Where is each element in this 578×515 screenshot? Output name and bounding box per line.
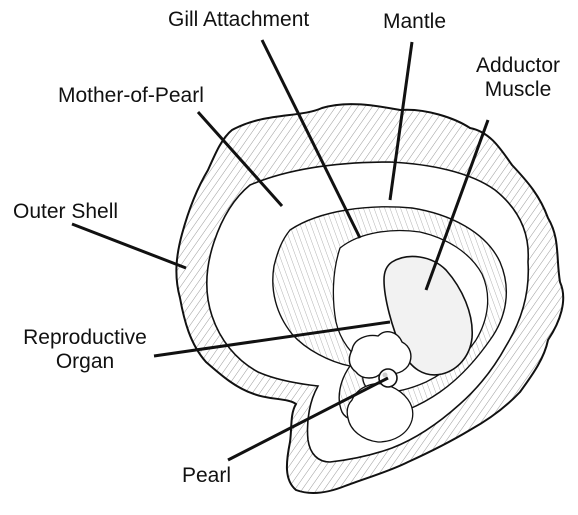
outer-shell-label: Outer Shell [13,200,118,224]
mantle-label: Mantle [383,10,446,34]
adductor-label-line2: Muscle [466,78,570,102]
outer-shell-leader [72,224,186,268]
adductor-muscle-label: Adductor Muscle [466,54,570,102]
pearl-highlight [383,373,388,378]
gill-attachment-label: Gill Attachment [168,8,309,32]
reproductive-label-line1: Reproductive [8,326,162,350]
mother-of-pearl-label: Mother-of-Pearl [58,84,204,108]
adductor-label-line1: Adductor [466,54,570,78]
pearl-label: Pearl [182,464,231,488]
reproductive-label-line2: Organ [8,350,162,374]
reproductive-organ-label: Reproductive Organ [8,326,162,374]
